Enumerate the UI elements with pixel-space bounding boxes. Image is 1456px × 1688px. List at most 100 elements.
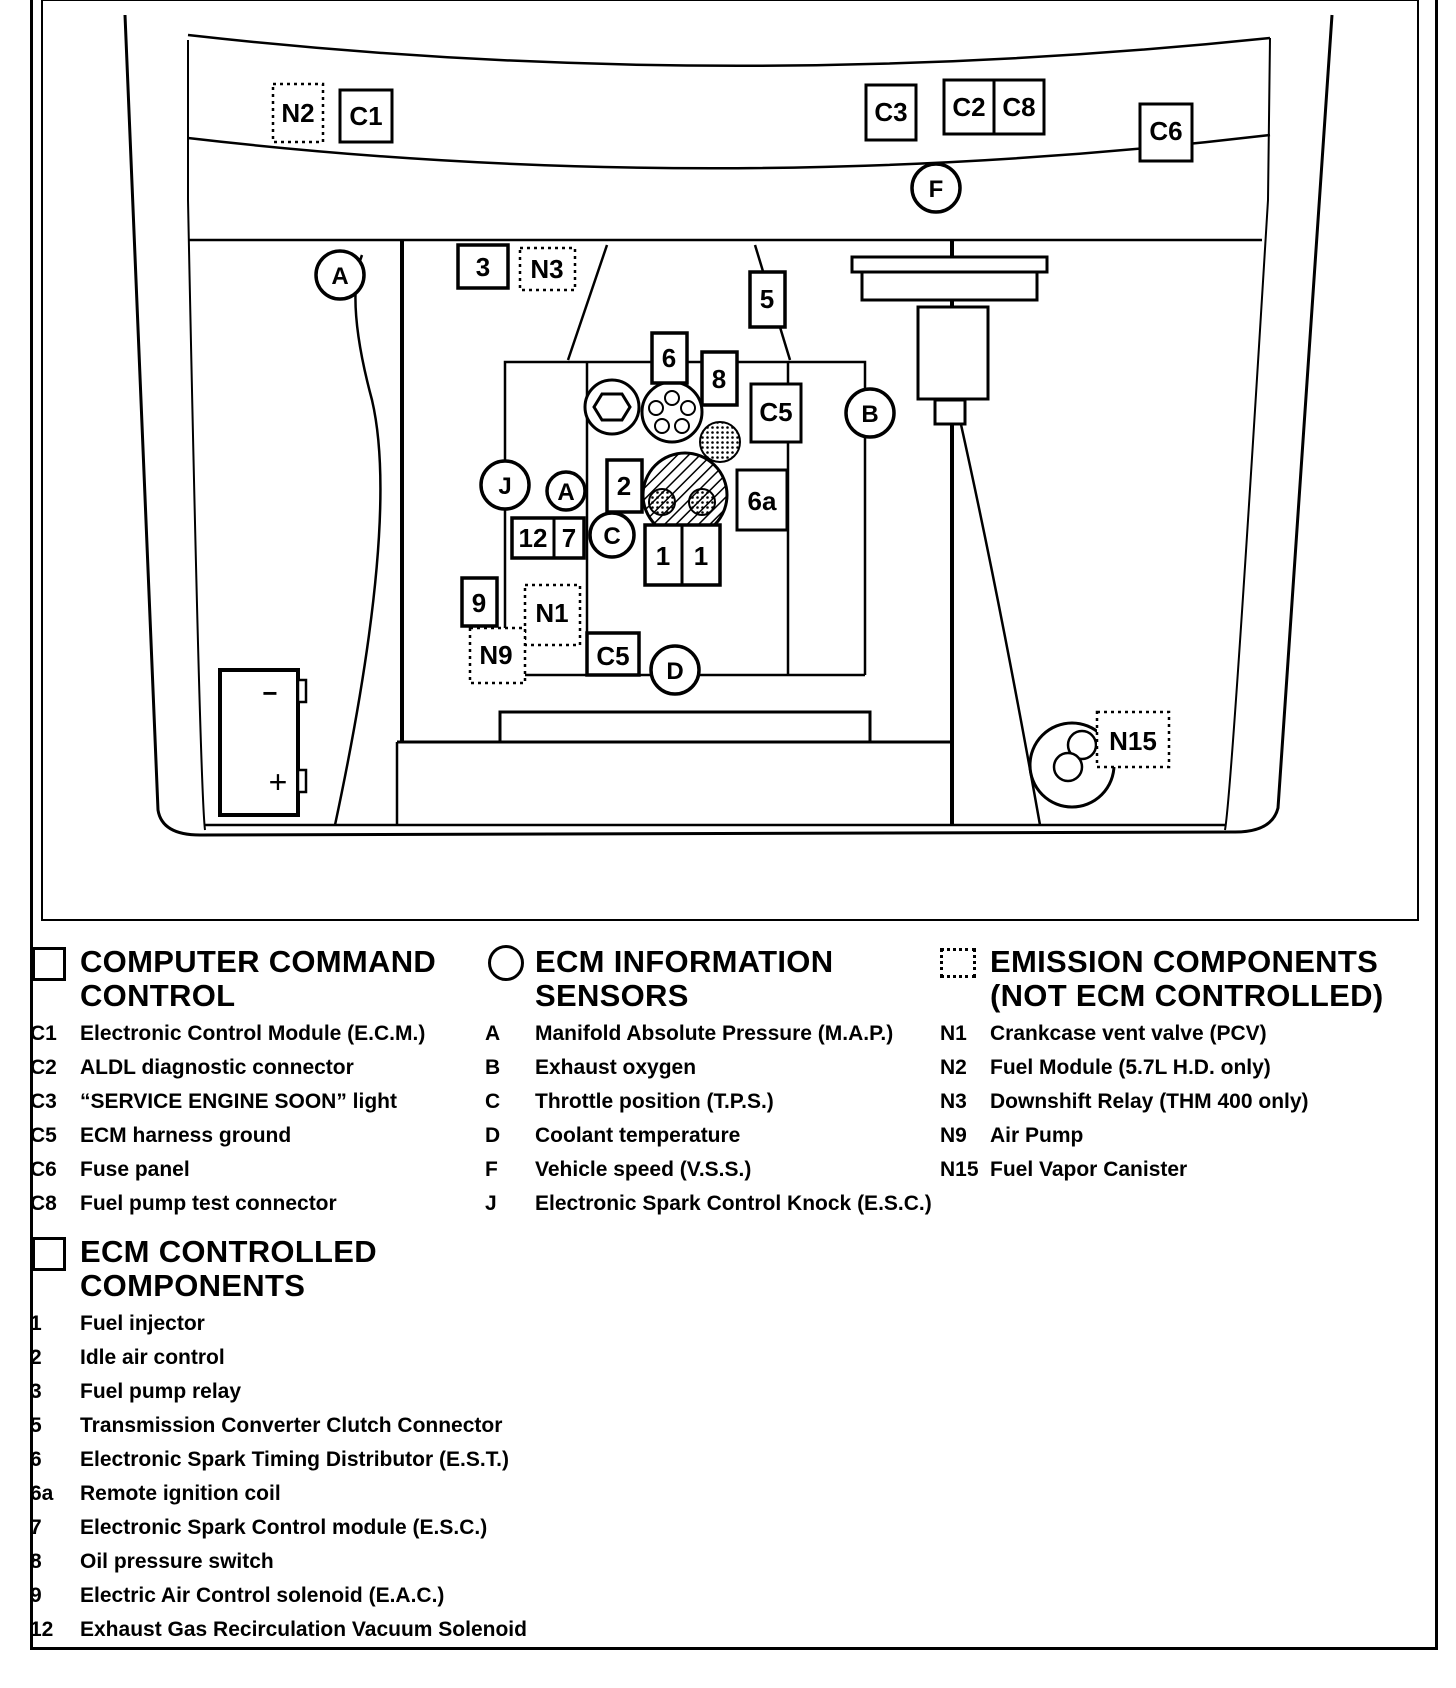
legend-desc: Fuel Module (5.7L H.D. only) [990,1056,1271,1079]
legend-code: 6 [30,1448,42,1471]
legend-desc: Exhaust Gas Recirculation Vacuum Solenoi… [80,1618,527,1641]
legend-code: J [485,1192,497,1215]
circle-icon [488,945,524,981]
c3-box [864,83,918,142]
one-a-label: 1 [656,541,670,571]
left-fender-line [123,14,201,837]
c3-label: C3 [874,97,907,127]
oil-filler-hex [592,392,632,422]
nine-label: 9 [472,588,486,618]
one-b-label: 1 [694,541,708,571]
legend-desc: ECM harness ground [80,1124,292,1147]
legend-desc: Coolant temperature [535,1124,741,1147]
legend-desc: “SERVICE ENGINE SOON” light [80,1090,397,1113]
n15-dotted-box [1095,710,1171,769]
two-label: 2 [617,471,631,501]
heading-line-1: COMPUTER COMMAND [80,944,437,979]
c1-box [338,88,394,144]
cowl-bottom-curve [187,133,1271,170]
diagram-frame [41,0,1419,921]
legend-desc: Electronic Spark Timing Distributor (E.S… [80,1448,510,1471]
legend-desc: Fuel Vapor Canister [990,1158,1188,1181]
legend-desc: ALDL diagnostic connector [80,1056,354,1079]
legend-desc: Electric Air Control solenoid (E.A.C.) [80,1584,445,1607]
radiator-cap-plate [498,710,872,744]
master-cylinder-body [860,270,1039,302]
three-label: 3 [476,252,490,282]
legend-code: 8 [30,1550,42,1573]
legend-code: A [485,1022,501,1045]
heading-line-2: CONTROL [80,978,236,1013]
battery-pos-terminal [296,768,308,794]
engine-compartment-diagram: − + N2 C1 C3 C2 C8 C6 F A 3 N3 5 6 8 C5 … [41,0,1419,921]
n3-label: N3 [530,254,563,284]
legend-desc: Electronic Spark Control module (E.S.C.) [80,1516,488,1539]
dotted-box-icon [940,948,976,978]
dist-post-4 [654,418,670,434]
nine-box [460,576,499,628]
oil-pressure-switch-dotted [699,421,741,463]
three-box [456,243,510,290]
cowl-top-curve [187,33,1271,68]
c8-label: C8 [1002,92,1035,122]
c5-lower-label: C5 [596,641,629,671]
legend-code: D [485,1124,501,1147]
n3-dotted-box [518,246,577,292]
dist-post-3 [680,400,696,416]
sixa-label: 6a [748,486,777,516]
c5-upper-label: C5 [759,397,792,427]
legend-code: C1 [30,1022,57,1045]
legend-desc: Remote ignition coil [80,1482,281,1505]
legend-code: C2 [30,1056,57,1079]
legend-code: N2 [940,1056,967,1079]
f-label: F [929,176,944,203]
canister-hose [958,419,1042,826]
j-circle [479,459,531,511]
legend-desc: Throttle position (T.P.S.) [535,1090,774,1113]
heading-line-2: SENSORS [535,978,689,1013]
wire-n3 [566,244,609,361]
heading-line-2: (NOT ECM CONTROLLED) [990,978,1384,1013]
dist-post-2 [648,400,664,416]
legend-desc: Air Pump [990,1124,1084,1147]
c5-upper-box [749,382,803,444]
a-left-label: A [331,263,348,290]
ecm-information-heading: ECM INFORMATION SENSORS [535,945,833,1013]
battery-plus-sign: + [269,764,288,800]
legend-desc: Electronic Control Module (E.C.M.) [80,1022,426,1045]
legend-code: 9 [30,1584,42,1607]
legend-desc: Electronic Spark Control Knock (E.S.C.) [535,1192,932,1215]
ecm-controlled-heading: ECM CONTROLLED COMPONENTS [80,1235,377,1303]
legend-desc: Fuel injector [80,1312,205,1335]
n1-dotted-box [523,583,582,647]
six-box [650,331,689,385]
legend-desc: Exhaust oxygen [535,1056,697,1079]
map-hose-left [333,254,382,826]
twelve-seven-box [510,516,586,560]
right-fender-line [1234,14,1334,834]
a-center-circle [545,470,587,512]
legend-code: C8 [30,1192,57,1215]
n1-label: N1 [535,598,568,628]
a-left-circle [314,249,366,301]
legend-desc: Fuse panel [80,1158,190,1181]
battery-minus-sign: − [262,678,277,708]
legend-desc: Transmission Converter Clutch Connector [80,1414,503,1437]
legend-computer-command: COMPUTER COMMAND CONTROL C1 Electronic Co… [30,944,490,1216]
inner-left-line [187,40,206,831]
n2-label: N2 [281,98,314,128]
j-label: J [498,473,511,500]
legend-code: 5 [30,1414,42,1437]
c1-label: C1 [349,101,382,131]
legend-desc: Fuel pump test connector [80,1192,337,1215]
b-circle [844,387,896,439]
legend-desc: Downshift Relay (THM 400 only) [990,1090,1309,1113]
d-circle [649,644,701,696]
eight-label: 8 [712,364,726,394]
n15-label: N15 [1109,726,1157,756]
heading-line-1: EMISSION COMPONENTS [990,944,1379,979]
dist-post-5 [674,418,690,434]
two-box [605,458,644,514]
legend-code: C5 [30,1124,57,1147]
